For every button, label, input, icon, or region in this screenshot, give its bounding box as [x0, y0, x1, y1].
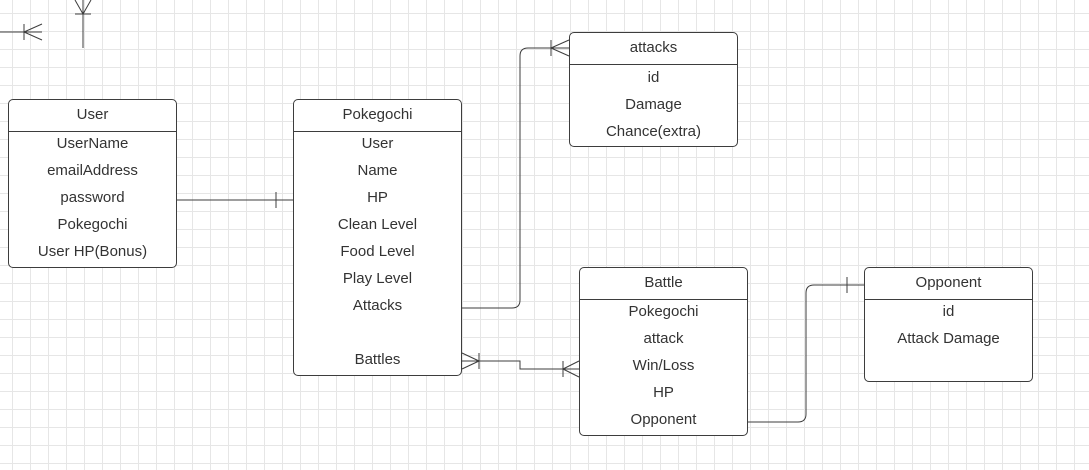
field-food-level: Food Level	[340, 243, 415, 260]
field-attack: attack	[643, 330, 684, 347]
entity-title: Opponent	[865, 268, 1032, 300]
legend-many-symbol	[0, 23, 43, 41]
field-pokegochi: Pokegochi	[57, 216, 128, 233]
entity-title: Pokegochi	[294, 100, 461, 132]
field-play-level: Play Level	[342, 270, 413, 287]
entity-title: Battle	[580, 268, 747, 300]
entity-opponent[interactable]: Opponent id Attack Damage	[864, 267, 1033, 382]
field-id: id	[647, 69, 660, 86]
field-name: Name	[357, 162, 398, 179]
field-password: password	[60, 189, 125, 206]
field-user-hp: User HP(Bonus)	[37, 243, 148, 260]
connector-pokegochi-attacks[interactable]	[462, 39, 570, 309]
field-hp: HP	[653, 384, 674, 401]
field-id: id	[942, 303, 955, 320]
entity-title: attacks	[570, 33, 737, 65]
field-user: User	[361, 135, 394, 152]
field-chance: Chance(extra)	[605, 123, 702, 140]
field-empty	[294, 321, 461, 348]
field-attacks: Attacks	[352, 297, 403, 314]
field-hp: HP	[367, 189, 388, 206]
field-opponent: Opponent	[630, 411, 697, 428]
connector-pokegochi-battle[interactable]	[461, 352, 580, 378]
connector-battle-opponent[interactable]	[748, 277, 864, 423]
legend-one-or-many-symbol	[74, 0, 92, 48]
field-battles: Battles	[354, 351, 401, 368]
field-pokegochi: Pokegochi	[628, 303, 699, 320]
field-username: UserName	[56, 135, 129, 152]
field-clean-level: Clean Level	[337, 216, 418, 233]
entity-battle[interactable]: Battle Pokegochi attack Win/Loss HP Oppo…	[579, 267, 748, 436]
entity-attacks[interactable]: attacks id Damage Chance(extra)	[569, 32, 738, 147]
entity-title: User	[9, 100, 176, 132]
field-win-loss: Win/Loss	[632, 357, 695, 374]
field-attack-damage: Attack Damage	[897, 330, 1000, 347]
field-email-address: emailAddress	[47, 162, 138, 179]
entity-user[interactable]: User UserName emailAddress password Poke…	[8, 99, 177, 268]
connector-user-pokegochi[interactable]	[177, 192, 293, 208]
field-damage: Damage	[625, 96, 682, 113]
entity-pokegochi[interactable]: Pokegochi User Name HP Clean Level Food …	[293, 99, 462, 376]
